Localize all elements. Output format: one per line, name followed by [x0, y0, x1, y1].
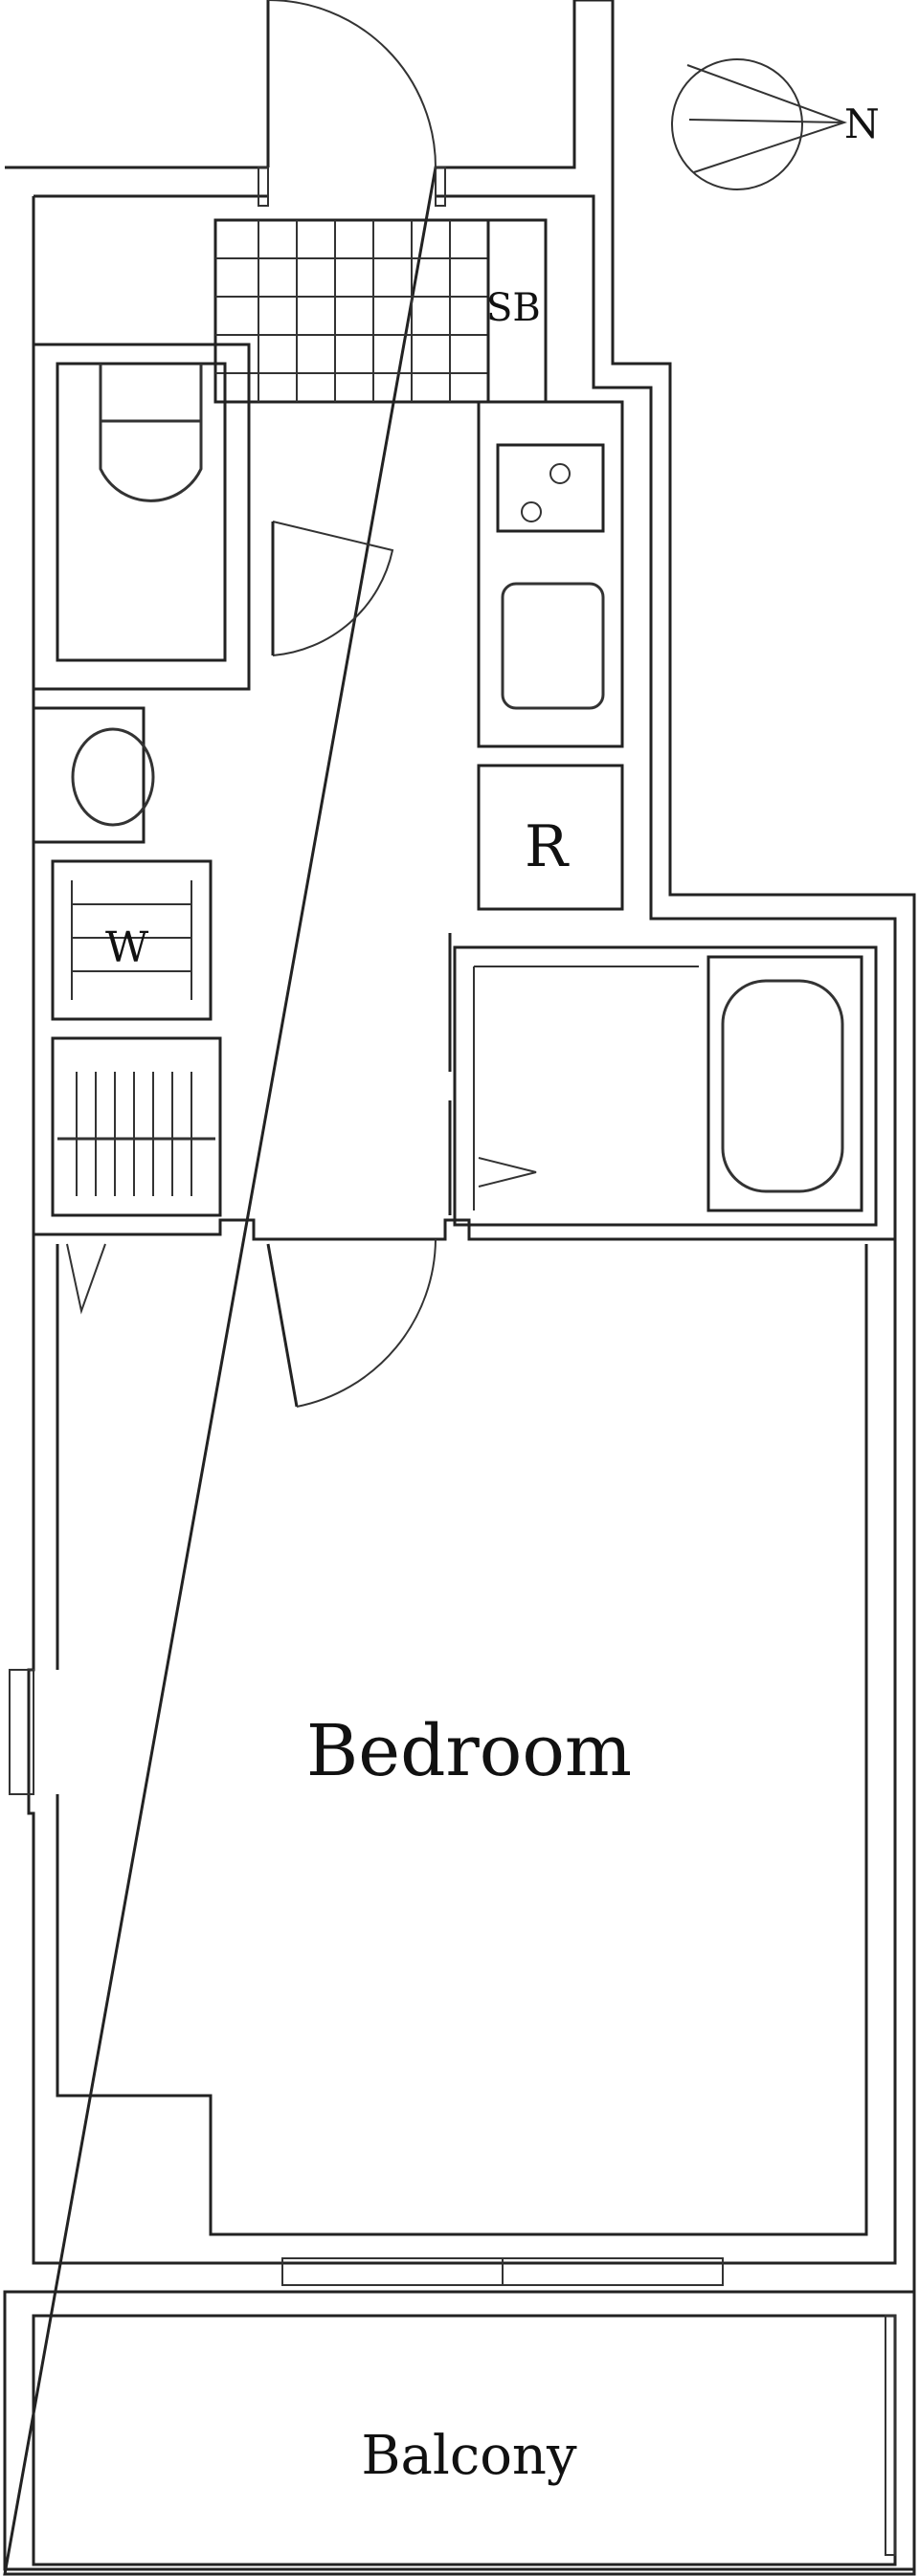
- closet-door-mark: [66, 1243, 106, 1315]
- entrance-door-swing: [267, 0, 437, 168]
- balcony-partition: [885, 2315, 896, 2556]
- bathroom: [453, 945, 878, 1227]
- washing-machine-lines: [71, 880, 192, 1000]
- bathtub-outline: [706, 955, 863, 1212]
- bedroom-label: Bedroom: [306, 1710, 632, 1792]
- bedroom-door: [266, 1238, 437, 1408]
- inner-wall-line: [27, 194, 897, 2265]
- compass-circle: [671, 58, 803, 190]
- wash-basin-counter: [32, 706, 146, 844]
- toilet-door-swing: [272, 521, 394, 656]
- toilet-room: [34, 343, 394, 691]
- north-compass: N: [671, 58, 880, 190]
- entrance-door: [258, 0, 446, 207]
- wash-basin: [32, 706, 155, 844]
- entry-tile-grid: [215, 220, 488, 402]
- refrigerator-outline: [477, 764, 624, 911]
- kitchen: [477, 400, 624, 748]
- compass-north-label: N: [844, 100, 880, 147]
- bedroom-door-leaf: [266, 1243, 299, 1408]
- burner-2: [521, 501, 542, 522]
- refrigerator-label: R: [525, 813, 570, 880]
- door-jamb-left: [258, 167, 269, 207]
- entry-tile-border: [213, 218, 490, 404]
- kitchen-counter: [477, 400, 624, 748]
- closet-outline: [51, 1036, 222, 1217]
- toilet-room-inner: [56, 362, 227, 662]
- bedroom: Bedroom: [9, 1244, 868, 2236]
- closet: [51, 1036, 222, 1315]
- bedroom-side-window: [9, 1669, 34, 1795]
- toilet-room-wall: [34, 343, 251, 691]
- washing-machine: W: [51, 859, 213, 1021]
- compass-needle: [688, 119, 843, 123]
- refrigerator: R: [477, 764, 624, 911]
- bedroom-top-wall: [34, 1218, 895, 1241]
- washing-machine-outline: [51, 859, 213, 1021]
- bathroom-inner-line: [473, 966, 699, 1210]
- balcony-outline: [3, 2290, 916, 2571]
- stove-top: [496, 443, 605, 533]
- shoe-box: SB: [486, 218, 548, 404]
- bathroom-door-mark: [478, 1157, 537, 1188]
- bathtub-basin: [721, 979, 844, 1193]
- bedroom-wall: [56, 1244, 868, 2236]
- kitchen-sink: [501, 582, 605, 710]
- burner-1: [549, 463, 571, 484]
- closet-hangers: [76, 1072, 192, 1196]
- bedroom-door-swing: [296, 1238, 437, 1408]
- balcony-window: [281, 2257, 724, 2286]
- compass-arrow: [686, 64, 848, 173]
- balcony-label: Balcony: [361, 2425, 577, 2487]
- shoe-box-label: SB: [486, 286, 541, 330]
- wash-basin-bowl: [71, 727, 155, 827]
- entry-tiles: [213, 218, 490, 404]
- door-jamb-right: [435, 167, 446, 207]
- outer-wall: [3, 0, 916, 2576]
- bathroom-outline: [453, 945, 878, 1227]
- washing-machine-label: W: [105, 923, 149, 972]
- toilet-bowl: [99, 364, 203, 502]
- balcony: Balcony: [3, 2290, 916, 2571]
